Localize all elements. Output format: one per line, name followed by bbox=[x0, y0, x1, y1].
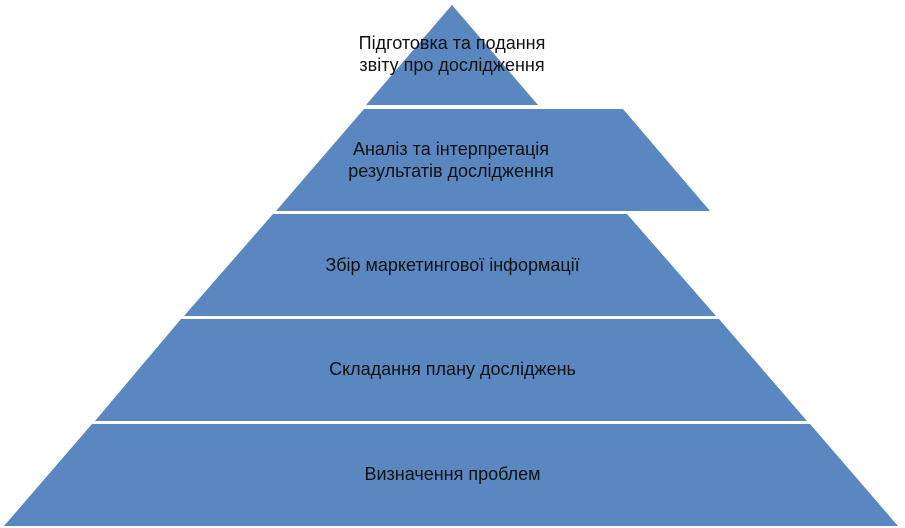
pyramid-level-base bbox=[4, 424, 898, 526]
level-label-problems: Визначення проблем bbox=[200, 459, 705, 489]
level-label-text: Визначення проблем bbox=[364, 464, 541, 484]
level-label-text: Збір маркетингової інформації bbox=[325, 255, 580, 275]
pyramid-level-3 bbox=[184, 214, 716, 316]
level-label-text: Аналіз та інтерпретація результатів досл… bbox=[348, 139, 554, 181]
pyramid-level-2 bbox=[276, 109, 710, 211]
level-label-text: Складання плану досліджень bbox=[329, 359, 576, 379]
pyramid-level-top bbox=[366, 5, 538, 105]
level-label-report: Підготовка та подання звіту про дослідже… bbox=[342, 18, 562, 90]
level-label-plan: Складання плану досліджень bbox=[200, 354, 705, 384]
level-label-analysis: Аналіз та інтерпретація результатів досл… bbox=[320, 124, 582, 196]
level-label-text: Підготовка та подання звіту про дослідже… bbox=[358, 33, 546, 75]
level-label-collection: Збір маркетингової інформації bbox=[240, 250, 665, 280]
pyramid-level-4 bbox=[95, 319, 807, 421]
